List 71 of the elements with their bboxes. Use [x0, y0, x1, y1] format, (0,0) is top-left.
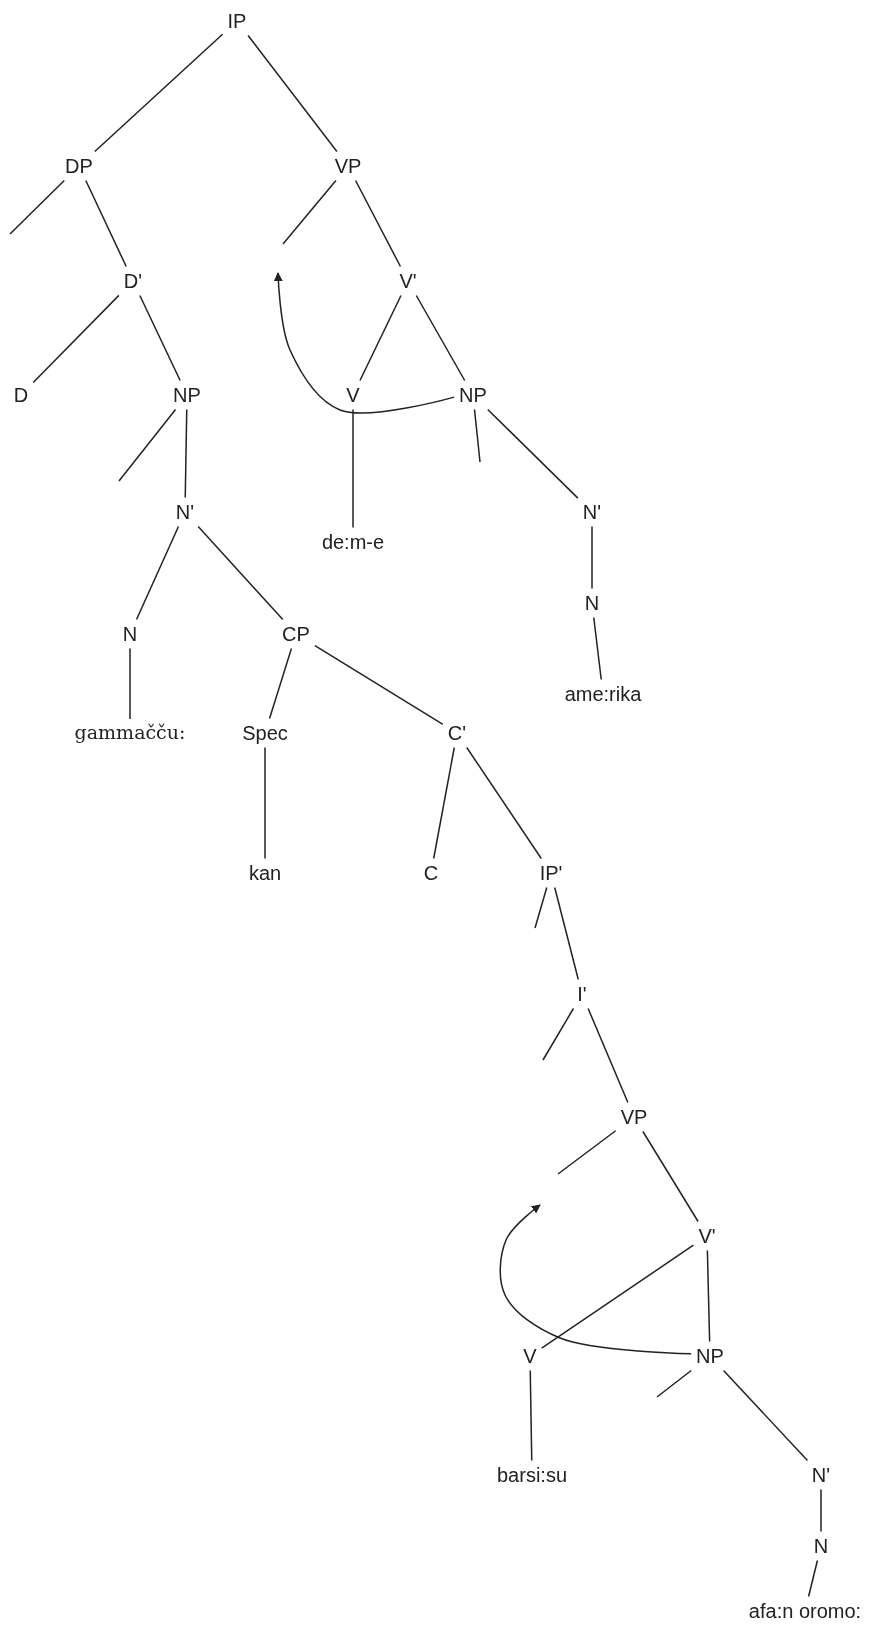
branch-line [706, 1249, 711, 1343]
tree-label: kan [245, 860, 285, 886]
branch-line [32, 294, 120, 384]
branch-line [542, 1007, 575, 1061]
branch-line [197, 525, 284, 621]
tree-label: V' [396, 268, 420, 294]
branch-line [352, 408, 354, 529]
movement-arrow [499, 1204, 692, 1355]
branch-line [820, 1488, 822, 1533]
tree-label: IP' [536, 860, 566, 886]
branch-line [9, 179, 66, 235]
branch-line [135, 525, 180, 621]
tree-label: gammačču: [71, 721, 189, 745]
tree-label: N' [579, 499, 605, 525]
branch-line [139, 294, 181, 382]
tree-label: ame:rika [561, 681, 645, 707]
tree-label: VP [331, 153, 365, 179]
branch-line [314, 644, 444, 726]
branch-line [656, 1369, 692, 1398]
tree-label: VP [617, 1104, 651, 1130]
tree-label: I' [574, 981, 590, 1007]
branch-line [94, 33, 224, 153]
tree-label: NP [170, 382, 204, 408]
branch-line [587, 1007, 629, 1104]
branch-line [593, 616, 602, 681]
tree-label: IP [224, 8, 250, 34]
branch-line [432, 746, 456, 860]
tree-label: Spec [239, 720, 291, 746]
branch-line [534, 886, 548, 929]
branch-line [591, 525, 593, 590]
branch-line [118, 408, 177, 482]
tree-label: D' [120, 268, 146, 294]
tree-label: V' [695, 1223, 719, 1249]
tree-label: barsi:su [494, 1462, 570, 1488]
tree-label: N' [172, 499, 198, 525]
tree-label: V [343, 382, 363, 408]
tree-label: CP [279, 621, 313, 647]
branch-line [354, 179, 402, 268]
branch-line [722, 1369, 809, 1462]
branch-line [264, 746, 266, 860]
branch-line [540, 1244, 695, 1349]
tree-label: DP [62, 153, 96, 179]
tree-label: NP [693, 1343, 727, 1369]
tree-label: de:m-e [318, 529, 388, 555]
tree-label: N' [808, 1462, 834, 1488]
branch-line [85, 179, 127, 268]
tree-label: D [10, 382, 32, 408]
branch-line [415, 294, 466, 382]
tree-label: C' [444, 720, 470, 746]
tree-label: N [581, 590, 603, 616]
tree-label: afa:n oromo: [745, 1598, 865, 1624]
tree-label: N [810, 1533, 832, 1559]
branch-line [553, 886, 580, 981]
branch-line [282, 179, 337, 245]
branch-line [807, 1559, 819, 1598]
branch-line [129, 647, 131, 720]
branch-line [473, 408, 481, 463]
tree-label: NP [456, 382, 490, 408]
branch-line [487, 408, 579, 499]
branch-line [557, 1130, 617, 1175]
tree-label: N [119, 621, 141, 647]
movement-arrow [273, 272, 455, 414]
tree-label: V [520, 1343, 540, 1369]
branch-line [529, 1369, 533, 1462]
branch-line [184, 408, 188, 499]
branch-line [359, 294, 402, 382]
tree-label: C [420, 860, 442, 886]
branch-line [642, 1130, 699, 1223]
branch-line [268, 647, 293, 720]
branch-line [466, 746, 542, 860]
branch-line [247, 34, 338, 153]
